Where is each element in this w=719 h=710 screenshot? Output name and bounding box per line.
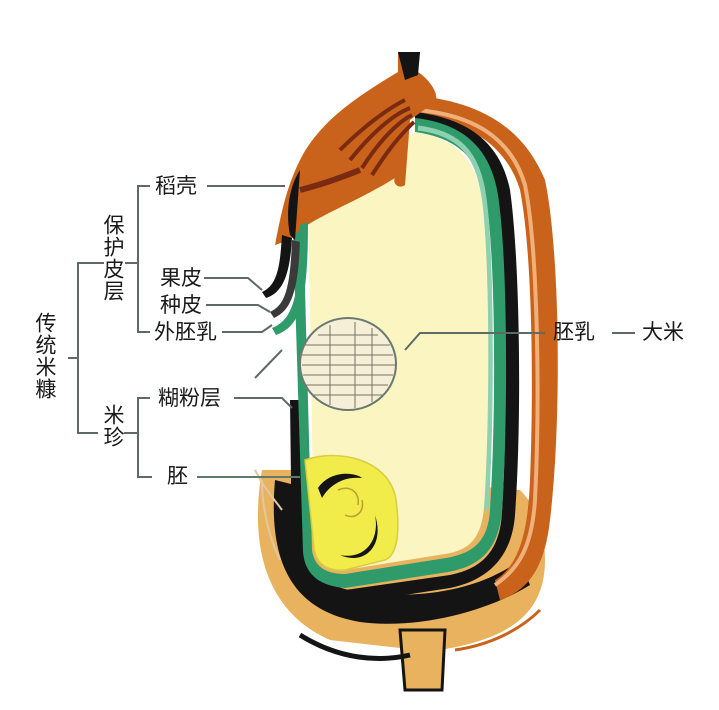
label-traditional-bran: 传统米糠 — [33, 312, 57, 400]
label-aleurone: 糊粉层 — [158, 386, 221, 410]
seed-coat-black — [290, 112, 520, 605]
husk-top — [275, 52, 437, 245]
pericarp-flap — [262, 235, 292, 298]
base-stem — [398, 628, 447, 692]
label-embryo: 胚 — [167, 464, 188, 488]
perisperm-flap — [272, 222, 308, 335]
label-rice: 大米 — [642, 320, 684, 344]
leader-lines — [68, 185, 635, 478]
label-perisperm: 外胚乳 — [154, 320, 217, 344]
label-pericarp: 果皮 — [160, 266, 202, 290]
label-husk: 稻壳 — [155, 174, 197, 198]
label-seed-coat: 种皮 — [160, 293, 202, 317]
seed-coat-flap — [270, 240, 300, 318]
cell-detail-circle — [299, 317, 397, 411]
label-endosperm: 胚乳 — [553, 320, 595, 344]
aleurone-green — [293, 118, 507, 588]
label-rice-treasure: 米珍 — [101, 404, 125, 448]
base-black-layer — [273, 480, 530, 624]
hull-right — [410, 95, 558, 600]
label-protective-layer: 保护皮层 — [101, 214, 125, 302]
